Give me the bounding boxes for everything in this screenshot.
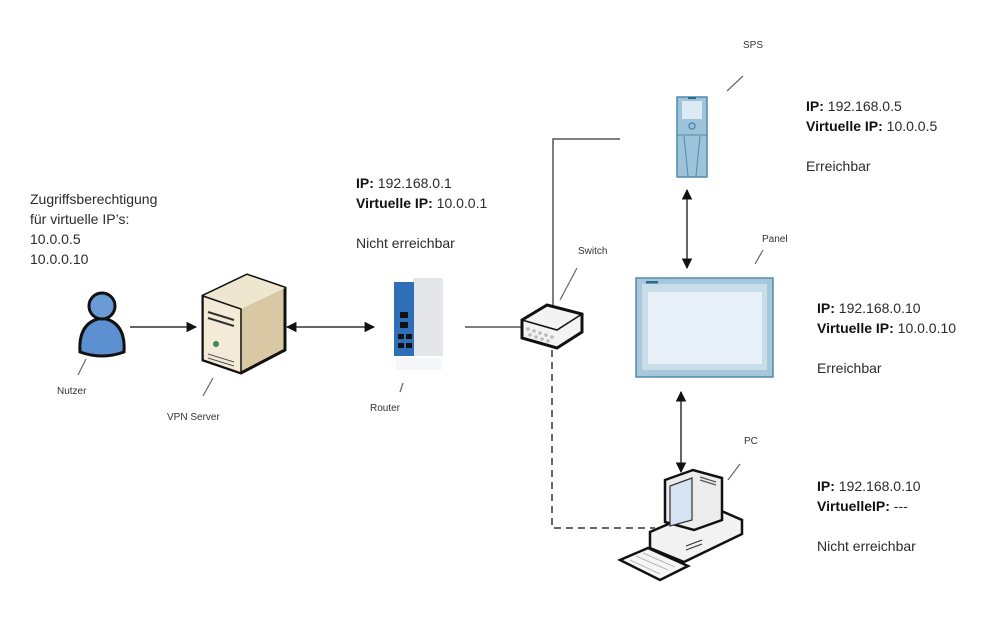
user-label: Nutzer [57,386,87,397]
link-switch-pc-dashed [551,350,655,529]
vpn-server-label: VPN Server [167,412,220,423]
router-label: Router [370,403,401,414]
sps-virtual-ip: 10.0.0.5 [886,118,938,134]
link-switch-sps [552,138,620,312]
vip-key: Virtuelle IP: [356,195,433,211]
leader-lines [77,75,764,481]
pc-info: IP: 192.168.0.10 VirtuelleIP: --- Nicht … [817,476,921,556]
sps-status: Erreichbar [806,158,871,174]
switch-icon[interactable] [520,303,584,350]
pc-icon[interactable] [648,468,744,564]
user-icon[interactable] [78,291,126,358]
sps-ip: 192.168.0.5 [827,98,902,114]
router-status: Nicht erreichbar [356,235,455,251]
pc-label: PC [744,436,758,447]
access-note-ip: 10.0.0.10 [30,251,89,267]
vip-key: Virtuelle IP: [806,118,883,134]
hmi-panel-icon[interactable] [635,277,774,378]
router-icon[interactable] [394,278,443,370]
router-virtual-ip: 10.0.0.1 [436,195,488,211]
router-ip: 192.168.0.1 [377,175,452,191]
panel-info: IP: 192.168.0.10 Virtuelle IP: 10.0.0.10… [817,298,956,378]
vip-key: Virtuelle IP: [817,320,894,336]
panel-label: Panel [762,234,788,245]
pc-virtual-ip: --- [893,498,908,514]
sps-label: SPS [743,40,764,51]
ip-key: IP: [356,175,374,191]
keyboard-icon[interactable] [617,546,691,582]
vip-key: VirtuelleIP: [817,498,890,514]
server-icon[interactable] [201,273,287,375]
panel-virtual-ip: 10.0.0.10 [897,320,957,336]
router-info: IP: 192.168.0.1 Virtuelle IP: 10.0.0.1 N… [356,173,487,253]
access-note-line: Zugriffsberechtigung [30,191,158,207]
pc-status: Nicht erreichbar [817,538,916,554]
switch-label: Switch [578,246,608,257]
sps-info: IP: 192.168.0.5 Virtuelle IP: 10.0.0.5 E… [806,96,937,176]
access-note-line: für virtuelle IP’s: [30,211,130,227]
ip-key: IP: [817,300,835,316]
ip-key: IP: [806,98,824,114]
pc-ip: 192.168.0.10 [838,478,921,494]
ip-key: IP: [817,478,835,494]
access-permission-note: Zugriffsberechtigung für virtuelle IP’s:… [30,189,157,269]
panel-status: Erreichbar [817,360,882,376]
access-note-ip: 10.0.0.5 [30,231,81,247]
connections [130,138,693,529]
panel-ip: 192.168.0.10 [838,300,921,316]
plc-icon[interactable] [676,96,708,178]
